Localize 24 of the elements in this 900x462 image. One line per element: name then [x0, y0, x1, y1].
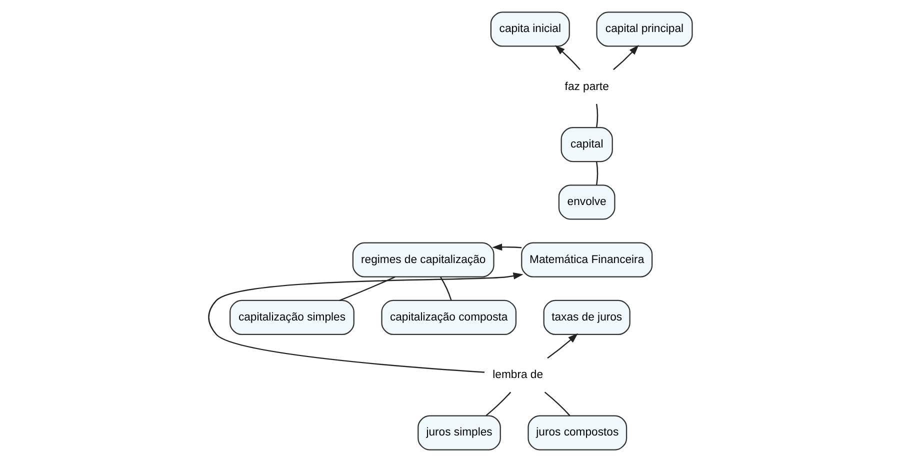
connector: [439, 276, 452, 300]
arrow: [546, 333, 578, 359]
node-box: capital principal: [596, 12, 692, 47]
arrow: [612, 44, 638, 70]
node-box: juros compostos: [527, 415, 627, 450]
node-box: regimes de capitalização: [352, 242, 494, 278]
connector: [595, 104, 598, 128]
node-box: juros simples: [417, 415, 500, 450]
node-box: capita inicial: [490, 12, 570, 47]
connector: [544, 392, 570, 416]
node-text: lembra de: [492, 369, 543, 382]
node-box: capitalização composta: [380, 300, 516, 336]
connector: [595, 162, 598, 186]
node-box: Matemática Financeira: [520, 242, 652, 278]
node-box: envolve: [558, 184, 615, 220]
arrow: [554, 45, 580, 70]
node-text: faz parte: [564, 80, 608, 93]
node-box: capitalização simples: [229, 300, 354, 336]
node-box: taxas de juros: [542, 300, 630, 336]
arrow: [208, 272, 523, 373]
node-box: capital: [560, 126, 612, 162]
arrow: [492, 244, 522, 251]
connector: [338, 276, 395, 301]
connector: [485, 392, 511, 416]
